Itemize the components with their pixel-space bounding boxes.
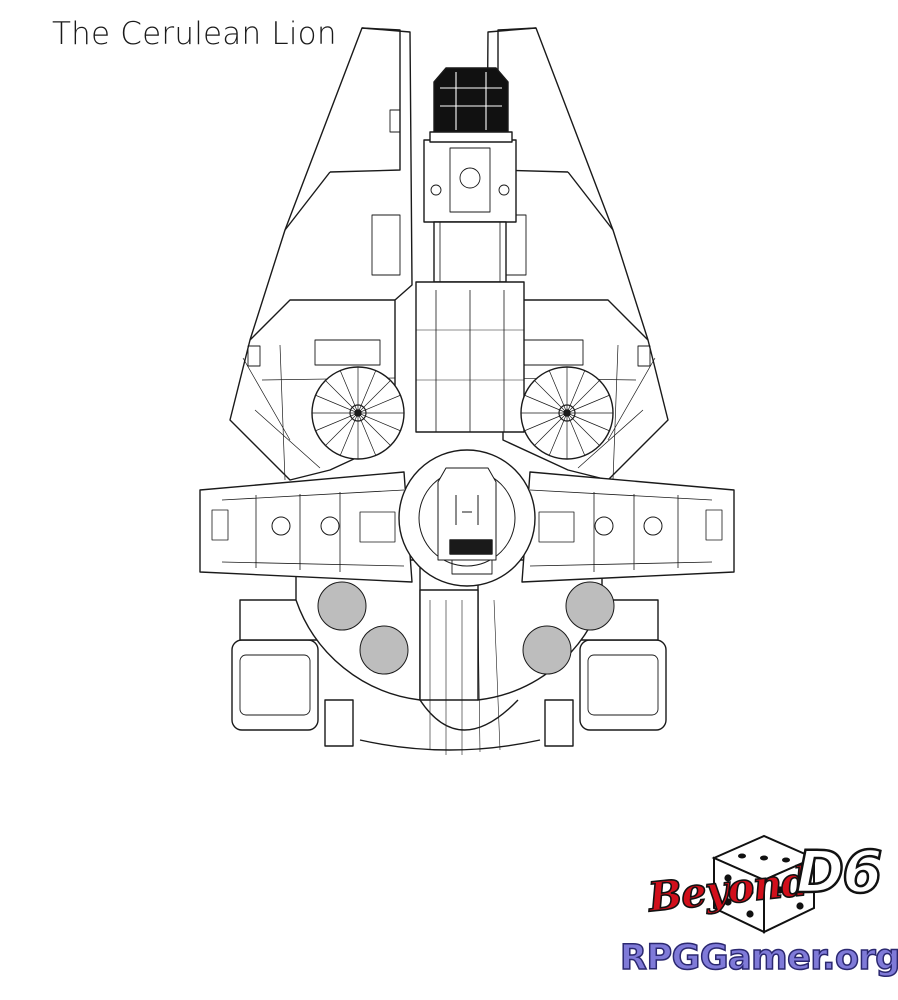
dice-icon [711,834,817,934]
central-hub [398,449,536,587]
turret-circles [317,581,615,675]
right-nacelle [521,471,735,583]
left-wing [229,27,413,481]
ship-title: The Cerulean Lion [52,16,337,52]
rpggamer-wordmark: RPGGamer.org [619,937,898,979]
beyond-d6-logo: Beyond D6 RPGGamer.org [612,828,898,988]
right-engine-fan [520,366,614,460]
cockpit [429,67,513,143]
left-engine-fan [311,366,405,460]
left-nacelle [199,471,413,583]
central-spine [415,139,525,433]
left-engine-pod [231,599,354,747]
right-engine-pod [544,599,667,747]
d6-wordmark: D6 [795,837,884,908]
